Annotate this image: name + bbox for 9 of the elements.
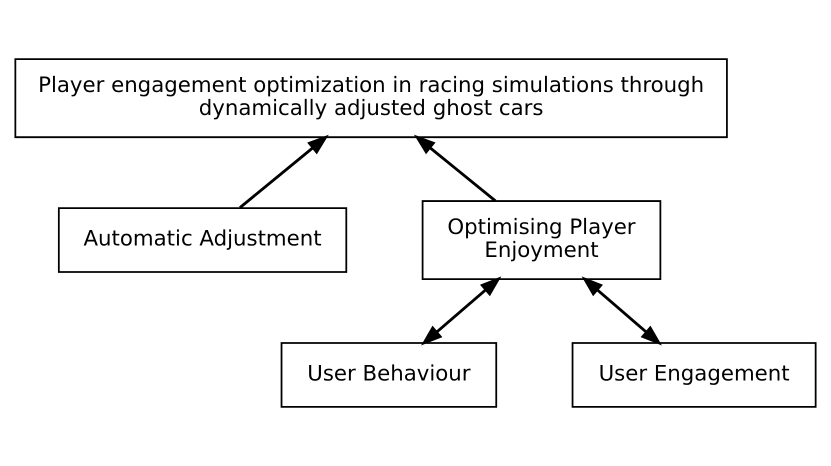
node-box: User Behaviour [280, 342, 498, 408]
arrow [414, 134, 496, 202]
node-box: Player engagement optimization in racing simulations through dynamically adjusted ghost cars [14, 58, 728, 138]
node-box: User Engagement [572, 342, 817, 408]
node-box: Automatic Adjustment [58, 207, 348, 273]
node-box: Optimising Player Enjoyment [422, 200, 662, 280]
arrow [239, 134, 329, 209]
arrow [421, 276, 502, 346]
arrow [582, 276, 662, 346]
